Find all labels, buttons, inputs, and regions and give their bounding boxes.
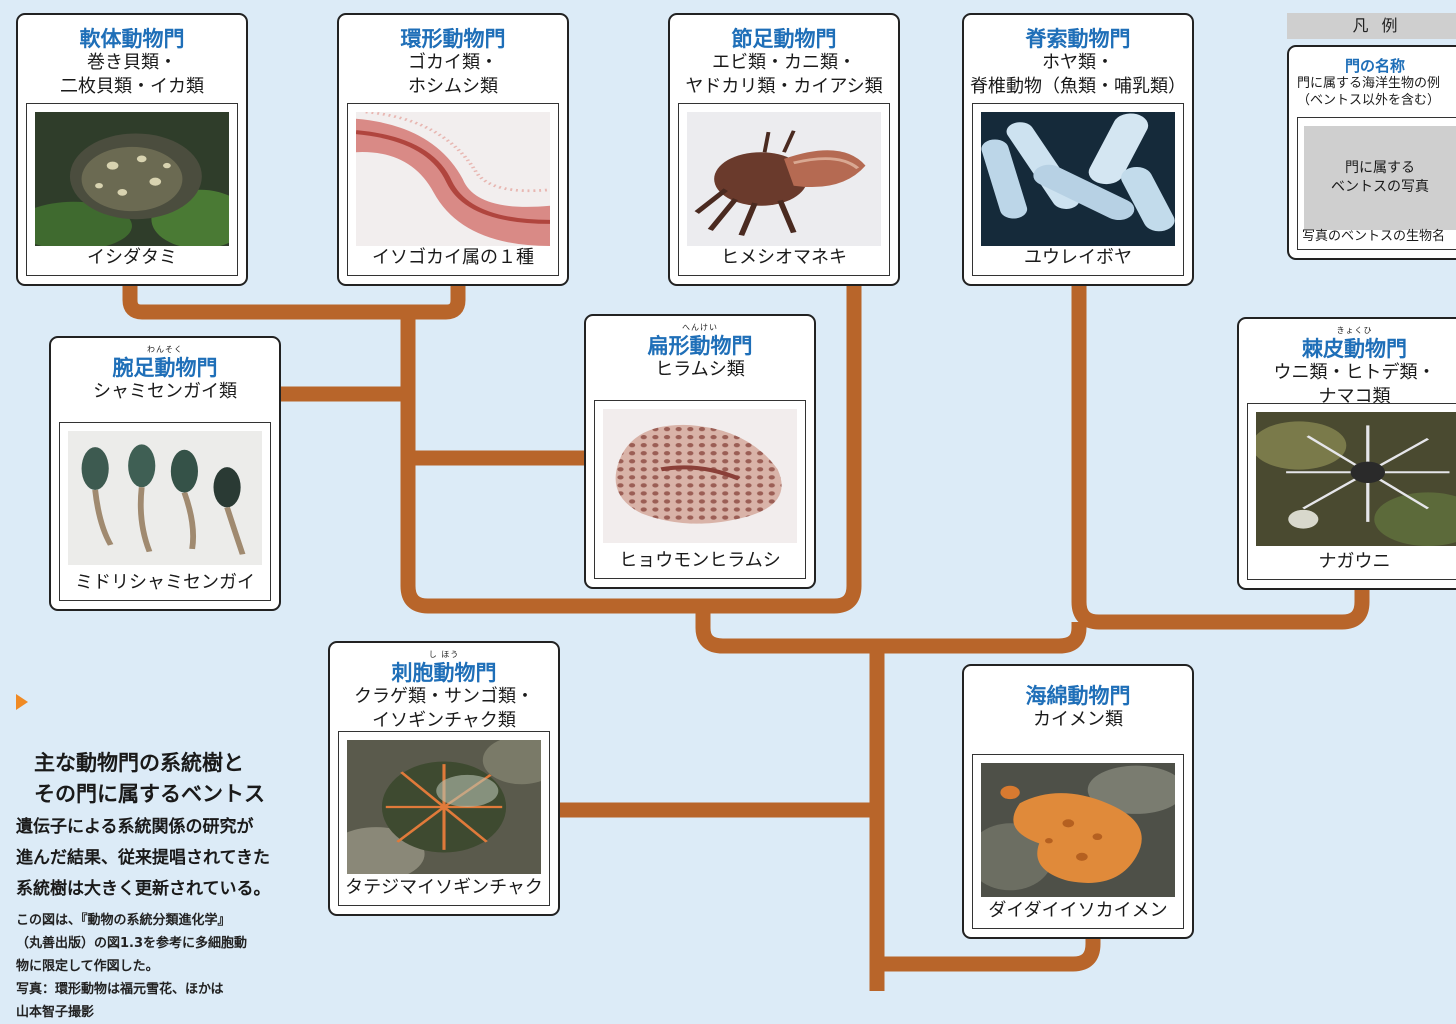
phylum-title: 脊索動物門 [1025,27,1131,51]
photo-frame: ユウレイボヤ [972,103,1184,276]
species-name: イソゴカイ属の１種 [372,247,534,268]
card-platyhelminthes: へんけい 扁形動物門 ヒラムシ類 ヒョウモンヒラムシ [584,314,816,589]
phylum-ruby: し ほう [428,650,460,659]
card-annelida: 環形動物門 ゴカイ類・ ホシムシ類 イソゴカイ属の１種 [337,13,569,286]
legend-frame: 門に属する ベントスの写真 写真のベントスの生物名 [1297,117,1456,250]
branch-porifera [877,935,1101,972]
card-mollusca: 軟体動物門 巻き貝類・ 二枚貝類・イカ類 イシダタミ [16,13,248,286]
photo-frame: ダイダイイソカイメン [972,754,1184,929]
phylum-title: きょくひ 棘皮動物門 [1239,326,1456,361]
legend-caption: 写真のベントスの生物名 [1302,229,1446,244]
branch-mollusca-annelida [122,283,466,320]
branch-spiral-stem [400,283,862,614]
description-heading-text: 主な動物門の系統樹と その門に属するベントス [34,751,265,806]
description-panel: 主な動物門の系統樹と その門に属するベントス 遺伝子による系統関係の研究が 進ん… [16,686,306,1024]
species-name: ヒメシオマネキ [721,247,847,268]
triangle-marker-icon [16,694,28,710]
photo-crab [687,112,881,246]
description-body: 遺伝子による系統関係の研究が 進んだ結果、従来提唱されてきた 系統樹は大きく更新… [16,817,271,899]
legend-desc: 門に属する海洋生物の例 （ベントス以外を含む） [1297,76,1441,108]
phylum-title-text: 扁形動物門 [647,334,753,358]
phylum-examples: シャミセンガイ類 [93,381,237,402]
card-cnidaria: し ほう 刺胞動物門 クラゲ類・サンゴ類・ イソギンチャク類 タテジマイソギンチ… [328,641,560,916]
species-name: ユウレイボヤ [1024,247,1132,268]
phylum-examples: 巻き貝類・ 二枚貝類・イカ類 [60,52,204,97]
phylum-title-text: 刺胞動物門 [391,661,497,685]
photo-tunicate [981,112,1175,246]
card-brachiopoda: わんそく 腕足動物門 シャミセンガイ類 ミドリシャミセンガイ [49,336,281,611]
photo-frame: ミドリシャミセンガイ [59,422,271,601]
legend-header: 凡 例 [1287,13,1456,39]
legend-photo-placeholder: 門に属する ベントスの写真 [1304,126,1456,230]
photo-lingula [68,431,262,565]
photo-anemone [347,740,541,874]
photo-frame: イシダタミ [26,103,238,276]
phylum-ruby: へんけい [682,323,718,332]
phylum-examples: エビ類・カニ類・ ヤドカリ類・カイアシ類 [685,52,883,97]
legend-card: 門の名称 門に属する海洋生物の例 （ベントス以外を含む） 門に属する ベントスの… [1287,45,1456,260]
phylum-examples: カイメン類 [1033,709,1123,730]
photo-flatworm [603,409,797,543]
photo-frame: ヒョウモンヒラムシ [594,400,806,579]
phylum-title: 環形動物門 [400,27,506,51]
phylum-title: 節足動物門 [731,27,837,51]
branch-deuterostome [1071,283,1370,630]
phylum-title-text: 腕足動物門 [112,356,218,380]
description-note: この図は、『動物の系統分類進化学』 （丸善出版）の図1.3を参考に多細胞動 物に… [16,913,248,1020]
photo-frame: ヒメシオマネキ [678,103,890,276]
description-heading: 主な動物門の系統樹と その門に属するベントス [16,686,306,810]
species-name: イシダタミ [87,247,177,268]
species-name: ダイダイイソカイメン [988,900,1168,921]
phylum-title-text: 棘皮動物門 [1302,337,1407,361]
phylum-title: わんそく 腕足動物門 [51,345,279,380]
photo-worm [356,112,550,246]
species-name: ヒョウモンヒラムシ [619,550,781,571]
phylum-title: へんけい 扁形動物門 [586,323,814,358]
phylum-ruby: きょくひ [1336,326,1373,335]
species-name: タテジマイソギンチャク [345,877,543,898]
legend-title: 門の名称 [1345,57,1406,75]
card-chordata: 脊索動物門 ホヤ類・ 脊椎動物（魚類・哺乳類） ユウレイボヤ [962,13,1194,286]
phylum-examples: ウニ類・ヒトデ類・ ナマコ類 [1273,362,1436,407]
phylum-examples: ホヤ類・ 脊椎動物（魚類・哺乳類） [970,52,1186,97]
card-porifera: 海綿動物門 カイメン類 ダイダイイソカイメン [962,664,1194,939]
branch-bilateria [695,606,1087,654]
phylum-title: 軟体動物門 [79,27,185,51]
photo-sponge [981,763,1175,897]
phylum-title: し ほう 刺胞動物門 [330,650,558,685]
photo-urchin [1256,412,1456,546]
card-arthropoda: 節足動物門 エビ類・カニ類・ ヤドカリ類・カイアシ類 ヒメシオマネキ [668,13,900,286]
photo-frame: タテジマイソギンチャク [338,731,550,906]
phylogenetic-tree [122,283,1370,991]
phylum-examples: ヒラムシ類 [655,359,745,380]
phylum-ruby: わんそく [147,345,183,354]
phylum-examples: クラゲ類・サンゴ類・ イソギンチャク類 [354,686,534,731]
phylum-examples: ゴカイ類・ ホシムシ類 [408,52,498,97]
photo-snail [35,112,229,246]
species-name: ナガウニ [1318,551,1391,572]
species-name: ミドリシャミセンガイ [75,572,255,593]
photo-frame: ナガウニ [1247,403,1456,580]
phylum-title: 海綿動物門 [1025,684,1131,708]
photo-frame: イソゴカイ属の１種 [347,103,559,276]
card-echinodermata: きょくひ 棘皮動物門 ウニ類・ヒトデ類・ ナマコ類 ナガウニ [1237,317,1456,590]
